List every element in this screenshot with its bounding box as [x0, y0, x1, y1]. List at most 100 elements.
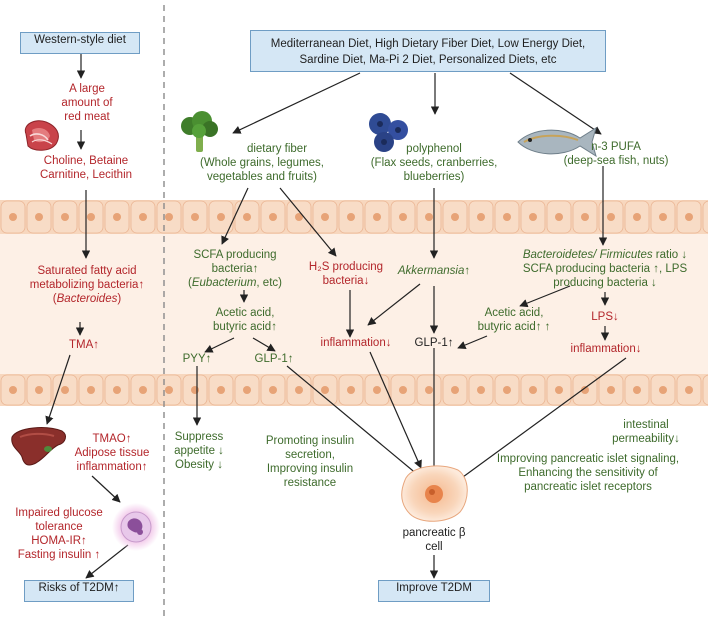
- epithelium-bottom-nucleus: [295, 386, 303, 394]
- akkermansia-text: Akkermansia↑: [397, 265, 471, 277]
- epithelium-top-nucleus: [113, 213, 121, 221]
- epithelium-top-nucleus: [321, 213, 329, 221]
- lps-text: LPS↓: [591, 311, 619, 323]
- epithelium-top-nucleus: [451, 213, 459, 221]
- arrows: [45, 53, 627, 579]
- tma-text: TMA↑: [68, 339, 100, 351]
- pufa-bacteria-text: Bacteroidetes/ Firmicutes ratio ↓ SCFA p…: [522, 249, 688, 289]
- epithelium-top-nucleus: [373, 213, 381, 221]
- epithelium-bottom-cell: [702, 374, 708, 406]
- epithelium-top-nucleus: [607, 213, 615, 221]
- epithelium-top-nucleus: [165, 213, 173, 221]
- diets-line-2: Sardine Diet, Ma-Pi 2 Diet, Personalized…: [299, 54, 557, 66]
- risk-box: Risks of T2DM↑: [24, 580, 134, 602]
- risk-label: Risks of T2DM↑: [38, 582, 120, 594]
- epithelium-top-nucleus: [61, 213, 69, 221]
- epithelium-bottom-nucleus: [113, 386, 121, 394]
- epithelium-bottom-nucleus: [607, 386, 615, 394]
- epithelium-top-nucleus: [347, 213, 355, 221]
- epithelium-bottom-nucleus: [165, 386, 173, 394]
- red-meat-icon: [24, 120, 59, 151]
- epithelium-bottom-nucleus: [217, 386, 225, 394]
- diets-box: Mediterranean Diet, High Dietary Fiber D…: [250, 30, 606, 72]
- inflammation-poly-text: inflammation↓: [320, 337, 392, 349]
- western-diet-box: Western-style diet: [20, 32, 140, 54]
- epithelium-top-nucleus: [399, 213, 407, 221]
- fiber-title: dietary fiber(Whole grains, legumes,vege…: [200, 143, 324, 183]
- epithelium-bottom-nucleus: [269, 386, 277, 394]
- epithelium-top-nucleus: [9, 213, 17, 221]
- epithelium-top-nucleus: [555, 213, 563, 221]
- epithelium-top-nucleus: [217, 213, 225, 221]
- epithelium-top-nucleus: [581, 213, 589, 221]
- epithelium-bottom-nucleus: [685, 386, 693, 394]
- epithelium-top-nucleus: [295, 213, 303, 221]
- epithelium-bottom-nucleus: [477, 386, 485, 394]
- epithelium-top-nucleus: [425, 213, 433, 221]
- epithelium-bottom-nucleus: [321, 386, 329, 394]
- epithelium-bottom-nucleus: [347, 386, 355, 394]
- pufa-title: n-3 PUFA(deep-sea fish, nuts): [563, 141, 669, 167]
- improve-box: Improve T2DM: [378, 580, 490, 602]
- polyphenol-title: polyphenol(Flax seeds, cranberries,blueb…: [370, 143, 498, 183]
- epithelium-bottom: [0, 374, 708, 406]
- epithelium-bottom-nucleus: [35, 386, 43, 394]
- diets-line-1: Mediterranean Diet, High Dietary Fiber D…: [270, 38, 586, 50]
- epithelium-bottom-nucleus: [503, 386, 511, 394]
- epithelium-bottom-nucleus: [425, 386, 433, 394]
- broccoli-icon: [181, 111, 218, 152]
- epithelium-bottom-nucleus: [529, 386, 537, 394]
- epithelium-bottom-nucleus: [399, 386, 407, 394]
- epithelium-top-nucleus: [87, 213, 95, 221]
- epithelium-top-nucleus: [269, 213, 277, 221]
- islet-text: Improving pancreatic islet signaling,Enh…: [496, 453, 680, 493]
- epithelium-bottom-nucleus: [555, 386, 563, 394]
- improve-label: Improve T2DM: [396, 582, 472, 594]
- epithelium-bottom-nucleus: [139, 386, 147, 394]
- epithelium-top: [0, 200, 708, 234]
- epithelium-bottom-nucleus: [191, 386, 199, 394]
- epithelium-top-nucleus: [633, 213, 641, 221]
- fiber-glp1-text: GLP-1↑: [254, 353, 294, 365]
- epithelium-top-nucleus: [685, 213, 693, 221]
- inflammation-pufa-text: inflammation↓: [570, 343, 642, 355]
- fiber-acids-text: Acetic acid,butyric acid↑: [213, 307, 277, 333]
- poly-glp1-text: GLP-1↑: [414, 337, 454, 349]
- epithelium-bottom-nucleus: [581, 386, 589, 394]
- lumen-band: [0, 234, 708, 374]
- pyy-text: PYY↑: [182, 353, 212, 365]
- epithelium-top-nucleus: [659, 213, 667, 221]
- epithelium-bottom-nucleus: [87, 386, 95, 394]
- epithelium-bottom-nucleus: [659, 386, 667, 394]
- epithelium-bottom-nucleus: [243, 386, 251, 394]
- epithelium-bottom-nucleus: [61, 386, 69, 394]
- blueberries-icon: [369, 113, 408, 152]
- epithelium-top-nucleus: [477, 213, 485, 221]
- epithelium-top-nucleus: [529, 213, 537, 221]
- fish-icon: [517, 126, 597, 158]
- epithelium-bottom-nucleus: [633, 386, 641, 394]
- epithelium-bottom-nucleus: [373, 386, 381, 394]
- epithelium-top-nucleus: [503, 213, 511, 221]
- epithelium-top-nucleus: [35, 213, 43, 221]
- beta-cell-icon: [401, 465, 468, 522]
- epithelium-top-nucleus: [139, 213, 147, 221]
- epithelium-top-nucleus: [191, 213, 199, 221]
- epithelium-top-cell: [702, 200, 708, 234]
- epithelium-top-nucleus: [243, 213, 251, 221]
- pufa-acids-text: Acetic acid,butyric acid↑ ↑: [477, 307, 551, 333]
- western-diet-label: Western-style diet: [34, 34, 126, 46]
- liver-icon: [11, 427, 66, 466]
